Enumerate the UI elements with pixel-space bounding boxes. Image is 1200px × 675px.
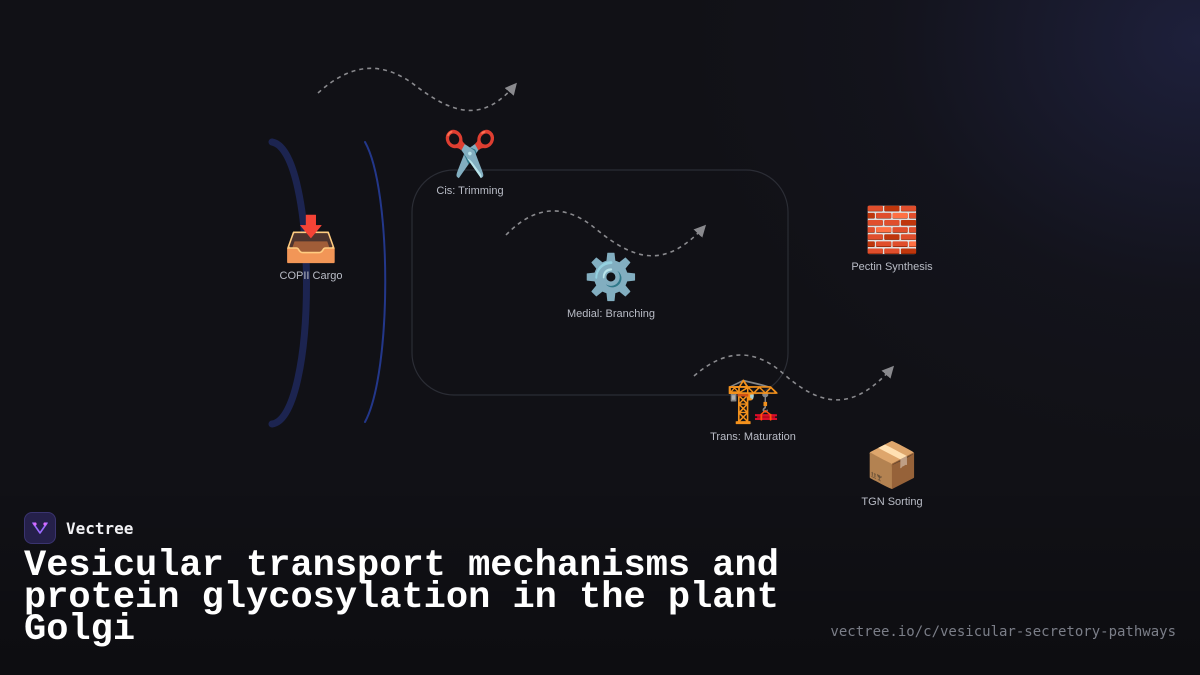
node-tgn-sorting: 📦 TGN Sorting: [861, 440, 923, 509]
er-membrane-thin: [364, 141, 387, 423]
node-medial-branching: ⚙️ Medial: Branching: [566, 252, 656, 321]
brand: Vectree: [24, 512, 133, 544]
node-label: COPII Cargo: [279, 270, 343, 282]
crane-icon: 🏗️: [725, 375, 781, 426]
er-membrane-thick: [268, 138, 310, 428]
inbox-tray-icon: 📥: [283, 214, 339, 265]
transport-arrow-1: [317, 67, 517, 112]
golgi-stack-outline: [411, 169, 789, 396]
node-label: Pectin Synthesis: [851, 261, 933, 273]
package-icon: 📦: [864, 440, 920, 491]
source-url: vectree.io/c/vesicular-secretory-pathway…: [830, 624, 1176, 640]
node-label: Trans: Maturation: [710, 431, 796, 443]
transport-arrow-3: [693, 354, 895, 401]
gear-icon: ⚙️: [583, 252, 639, 303]
transport-arrow-2: [505, 210, 707, 257]
node-label: Medial: Branching: [566, 308, 656, 320]
node-cis-trimming: ✂️ Cis: Trimming: [436, 129, 504, 198]
node-label: TGN Sorting: [861, 496, 923, 508]
node-trans-maturation: 🏗️ Trans: Maturation: [710, 375, 796, 444]
vectree-logo-icon: [24, 512, 56, 544]
node-copii-cargo: 📥 COPII Cargo: [279, 214, 343, 283]
node-pectin-synthesis: 🧱 Pectin Synthesis: [851, 205, 933, 274]
scissors-icon: ✂️: [442, 129, 498, 180]
brick-icon: 🧱: [864, 205, 920, 256]
page-title: Vesicular transport mechanisms and prote…: [24, 545, 779, 651]
node-label: Cis: Trimming: [436, 185, 504, 197]
brand-name: Vectree: [66, 518, 134, 538]
